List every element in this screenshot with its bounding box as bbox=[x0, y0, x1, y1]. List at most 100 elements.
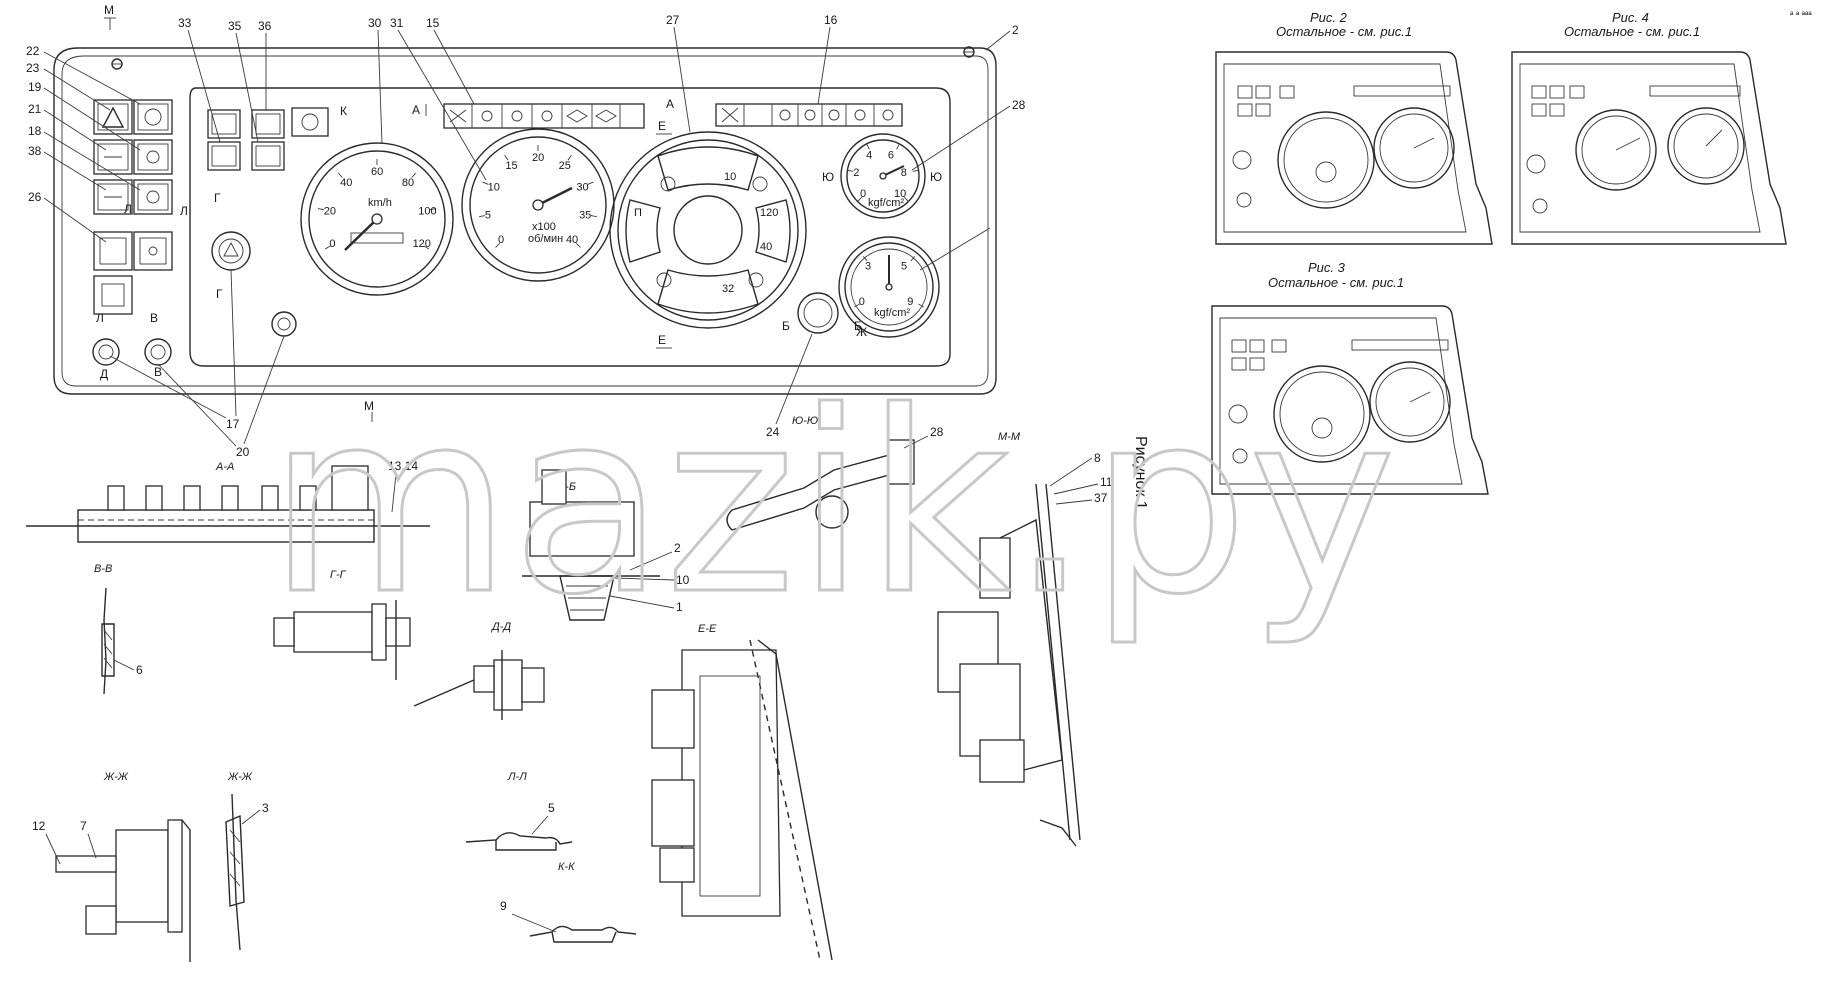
callout-28-yu: 28 bbox=[930, 425, 944, 439]
section-label-vv: В-В bbox=[94, 563, 112, 575]
pbot-tick-label: 0 bbox=[859, 296, 865, 308]
ptop-tick-label: 4 bbox=[866, 150, 872, 162]
callout-10: 10 bbox=[676, 573, 690, 587]
callout-36: 36 bbox=[258, 19, 272, 33]
mark-b-a: Б bbox=[782, 319, 790, 333]
speedo-tick bbox=[317, 208, 324, 211]
fig3-note: Остальное - см. рис.1 bbox=[1268, 275, 1404, 290]
section-l-l: Л-Л 5 bbox=[465, 771, 573, 851]
mark-yu-a: Ю bbox=[822, 170, 834, 184]
combi-mark-5: П bbox=[634, 207, 642, 219]
speedo-tick bbox=[423, 245, 430, 250]
callout-19: 19 bbox=[28, 80, 42, 94]
callout-31: 31 bbox=[390, 16, 404, 30]
section-zh-zh-right: Ж-Ж 3 bbox=[225, 771, 269, 951]
tacho-tick bbox=[495, 242, 501, 248]
section-zh-zh-left: Ж-Ж 12 7 bbox=[32, 771, 191, 962]
combi-mark-2: 120 bbox=[760, 207, 778, 219]
callout-33: 33 bbox=[178, 16, 192, 30]
speedo-tick-label: 0 bbox=[329, 238, 335, 250]
section-label-ee: Е-Е bbox=[698, 623, 717, 635]
callout-38: 38 bbox=[28, 144, 42, 158]
section-label-gg: Г-Г bbox=[330, 569, 347, 581]
callout-24: 24 bbox=[766, 425, 780, 439]
mark-yu-b: Ю bbox=[930, 170, 942, 184]
callout-5: 9 bbox=[500, 899, 507, 913]
combi-mark-1: 10 bbox=[724, 171, 736, 183]
tacho-tick bbox=[482, 181, 489, 185]
warning-lamps-right bbox=[715, 103, 903, 127]
left-switch-block bbox=[93, 99, 173, 315]
speedo-tick bbox=[411, 172, 416, 178]
callout-26: 26 bbox=[28, 190, 42, 204]
section-g-g: Г-Г bbox=[273, 569, 411, 680]
callout-7: 3 bbox=[262, 801, 269, 815]
callout-12: 7 bbox=[80, 819, 87, 833]
callout-20: 20 bbox=[236, 445, 250, 459]
tacho-tick-label: 30 bbox=[576, 182, 588, 194]
ptop-tick-label: 8 bbox=[901, 167, 907, 179]
callout-28: 28 bbox=[1012, 98, 1026, 112]
tacho-tick-label: 0 bbox=[498, 234, 504, 246]
section-m-m: М-М 8 11 37 bbox=[937, 431, 1113, 847]
section-yu-yu: Ю-Ю 28 bbox=[726, 415, 944, 531]
callout-18: 18 bbox=[28, 124, 42, 138]
callout-22: 22 bbox=[26, 44, 40, 58]
section-label-ll: Л-Л bbox=[507, 771, 527, 783]
pbot-tick bbox=[862, 256, 868, 262]
watermark: mazik.py bbox=[268, 358, 1396, 649]
speedo-unit: km/h bbox=[368, 197, 392, 209]
ptop-tick bbox=[847, 169, 854, 172]
fig2-title: Рис. 2 bbox=[1310, 10, 1348, 25]
callout-8: 11 bbox=[1100, 475, 1113, 489]
inset-fig4: Рис. 4 Остальное - см. рис.1 bbox=[1511, 10, 1787, 245]
fig4-title: Рис. 4 bbox=[1612, 10, 1649, 25]
section-label-mm: М-М bbox=[998, 431, 1021, 443]
ptop-unit: kgf/cm² bbox=[868, 197, 904, 209]
fig4-note: Остальное - см. рис.1 bbox=[1564, 24, 1700, 39]
top-switches bbox=[207, 107, 329, 171]
pbot-tick-label: 5 bbox=[901, 261, 907, 273]
mark-g-a: Г bbox=[214, 191, 221, 205]
section-label-yu: Ю-Ю bbox=[792, 415, 818, 427]
callout-1: 1 bbox=[676, 600, 683, 614]
speedo-tick-label: 40 bbox=[340, 177, 352, 189]
mark-l-a: Л bbox=[124, 202, 132, 216]
ptop-tick-label: 0 bbox=[860, 188, 866, 200]
section-d-d: Д-Д bbox=[413, 621, 545, 720]
speedo-tick-label: 20 bbox=[324, 206, 336, 218]
corner-mark: ª ª ªªª bbox=[1790, 10, 1812, 20]
callout-15: 15 bbox=[426, 16, 440, 30]
mark-d: Д bbox=[100, 367, 108, 381]
mark-a-right: А bbox=[666, 97, 674, 111]
section-label-aa: А-А bbox=[215, 461, 234, 473]
mark-e-top: Е bbox=[658, 119, 666, 133]
speedo-tick-label: 60 bbox=[371, 166, 383, 178]
callout-2-bb: 2 bbox=[674, 541, 681, 555]
tacho-tick-label: 35 bbox=[579, 209, 591, 221]
section-k-k: К-К 9 bbox=[500, 861, 637, 943]
section-label-zhzh-b: Ж-Ж bbox=[227, 771, 253, 783]
callout-27: 27 bbox=[666, 13, 680, 27]
ptop-tick-label: 2 bbox=[853, 167, 859, 179]
section-v-v: В-В 6 bbox=[94, 563, 143, 695]
mark-m-bottom: М bbox=[364, 399, 374, 413]
callout-30: 30 bbox=[368, 16, 382, 30]
tacho-tick bbox=[567, 154, 572, 161]
section-label-zhzh-a: Ж-Ж bbox=[103, 771, 129, 783]
section-marks-top: М А А Е Е К Л Л Л В В Д Г Г Б Б Ю Ю Ж М bbox=[96, 3, 942, 422]
pbot-unit: kgf/cm² bbox=[874, 307, 910, 319]
mark-b-b: Б bbox=[854, 319, 862, 333]
speedo-tick bbox=[338, 172, 343, 178]
section-label-kk: К-К bbox=[558, 861, 575, 873]
callout-21: 21 bbox=[28, 102, 42, 116]
combi-mark-3: 40 bbox=[760, 241, 772, 253]
signal-lamp bbox=[797, 292, 839, 334]
mark-g-b: Г bbox=[216, 287, 223, 301]
speedo-tick-label: 100 bbox=[418, 206, 436, 218]
tacho-tick bbox=[590, 215, 597, 218]
mark-zh: Ж bbox=[856, 325, 867, 339]
